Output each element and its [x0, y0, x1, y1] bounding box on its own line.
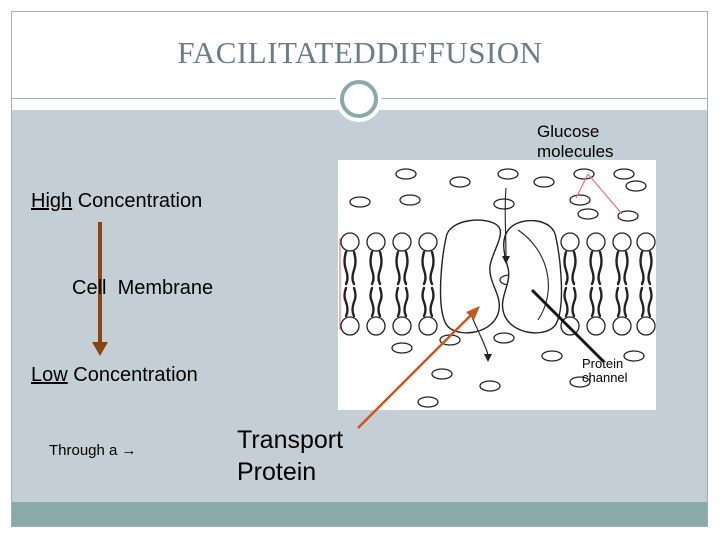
protein-channel-label: Protein channel: [582, 357, 628, 385]
cell-membrane-label: Cell Membrane: [72, 277, 214, 299]
slide-title: FACILITATEDDIFFUSION: [177, 35, 543, 70]
low-rest: Concentration: [67, 364, 198, 386]
channel-line2: channel: [582, 370, 628, 385]
glucose-label: Glucose molecules: [537, 122, 614, 162]
transport-line2: Protein: [237, 458, 317, 486]
glucose-label-line2: molecules: [537, 142, 614, 161]
glucose-label-line1: Glucose: [537, 122, 600, 141]
low-concentration-label: Low Concentration: [31, 364, 198, 387]
high-rest: Concentration: [72, 190, 203, 212]
through-label: Through a →: [49, 442, 137, 459]
circle-ornament-icon: [340, 80, 378, 118]
transport-line1: Transport: [237, 426, 344, 454]
footer-bar: [12, 502, 707, 526]
transport-protein-label: Transport Protein: [237, 424, 343, 488]
channel-line1: Protein: [582, 356, 624, 371]
high-concentration-label: High Concentration: [31, 190, 202, 213]
high-word: High: [31, 190, 73, 212]
low-word: Low: [31, 364, 68, 386]
